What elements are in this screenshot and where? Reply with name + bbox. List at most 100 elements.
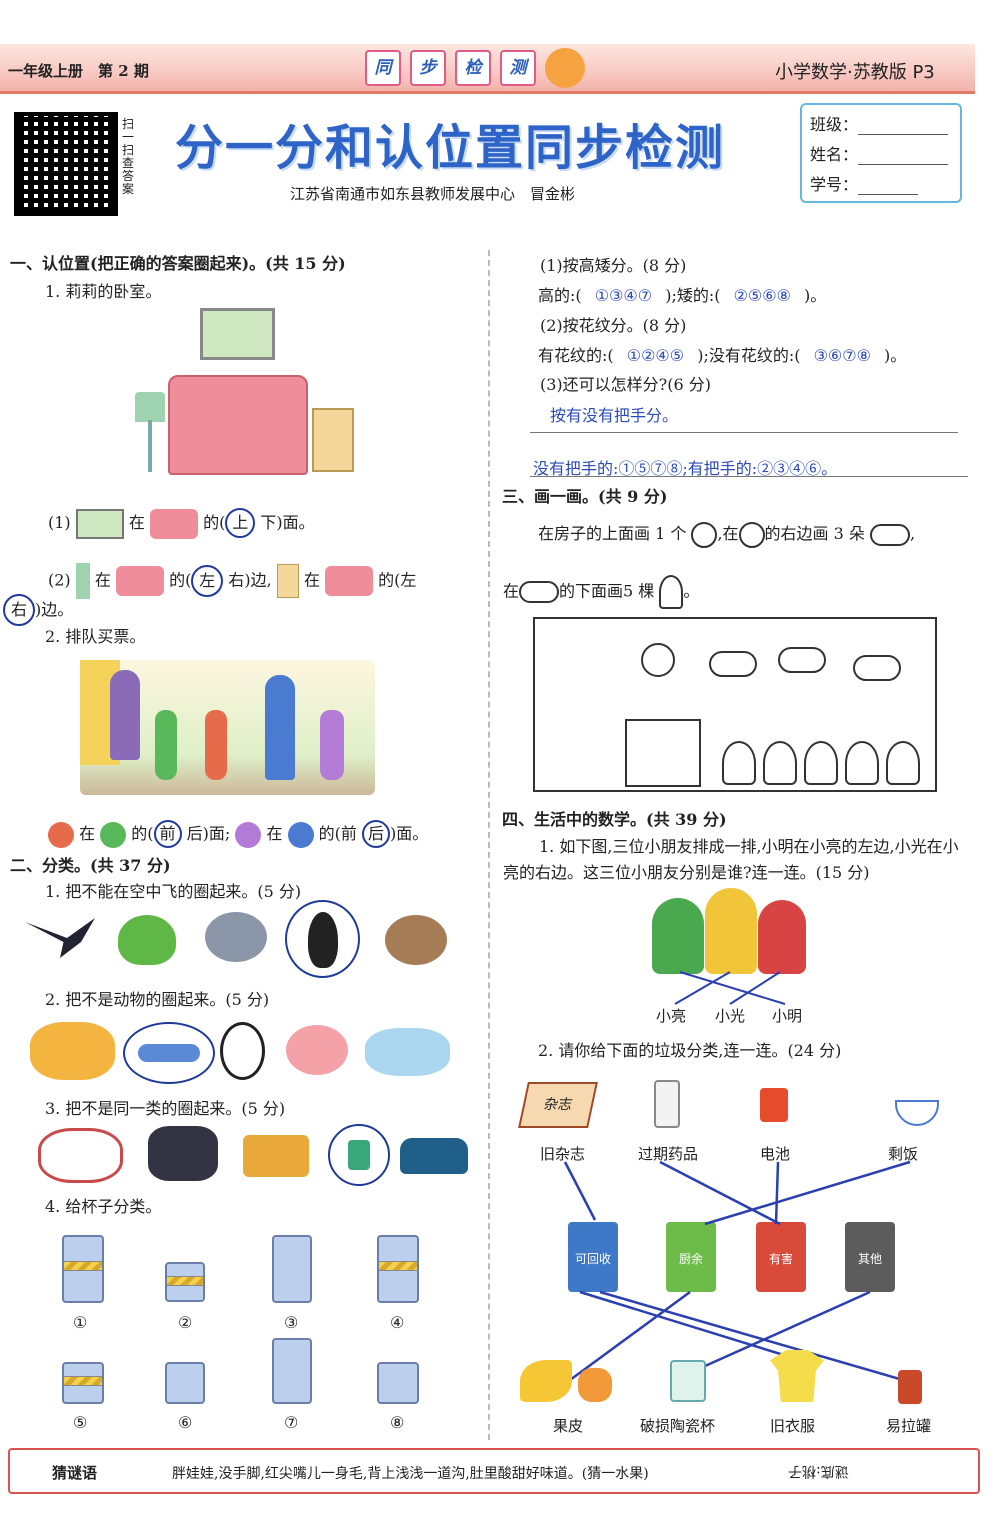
item-magazine: 旧杂志 [540,1145,586,1163]
car-icon [400,1138,468,1174]
medicine-bottle-icon [654,1080,680,1128]
kid-name-1[interactable]: 小亮 [656,1007,687,1025]
s3-line1b: ,在 [717,524,739,543]
bin-recyclable[interactable]: 可回收 [568,1222,618,1292]
s3-line2c: 。 [683,581,700,601]
cup-8-label: ⑧ [390,1413,405,1432]
q2-4-label: 4. 给杯子分类。 [45,1197,162,1216]
answer-handle-groups[interactable]: 没有把手的:①⑤⑦⑧;有把手的:②③④⑥。 [533,459,838,478]
q1b-option-right[interactable]: 右)边, [228,570,272,590]
cup-6 [165,1362,205,1404]
cup-5 [62,1362,104,1404]
answer-line-2 [530,476,968,477]
cup-6-label: ⑥ [178,1413,193,1432]
rice-bowl-icon [895,1100,939,1126]
answer-circle-right[interactable]: 右 [3,594,35,626]
cup-3-label: ③ [284,1313,299,1332]
riddle-bar [8,1448,980,1494]
drawer-cabinet-icon [276,564,299,598]
cup-7-label: ⑦ [284,1413,299,1432]
drawn-sunflower-icon [845,741,879,785]
elephant-icon [365,1028,450,1076]
cup-2-label: ② [178,1313,193,1332]
s3-line1a: 在房子的上面画 1 个 [538,524,687,543]
drawn-sunflower-icon [886,741,920,785]
item-medicine: 过期药品 [638,1145,699,1163]
id-label: 学号： [810,175,859,194]
girl-figure [320,710,344,780]
rc-p3: (3)还可以怎样分?(6 分) [540,375,711,394]
boy-figure-1 [155,710,177,780]
answer-circle-airplane[interactable] [123,1022,215,1084]
q1b-of: 的( [169,570,192,590]
cup-4 [377,1235,419,1303]
q2a-end: )面。 [390,824,429,843]
bed-icon [149,508,198,539]
answer-circle-lamp[interactable] [328,1124,390,1186]
cup-3 [272,1235,312,1303]
class-field[interactable] [858,117,949,135]
kid-name-3[interactable]: 小明 [772,1007,803,1025]
rc-p2c: )。 [884,346,907,365]
rc-p2: (2)按花纹分。(8 分) [540,316,687,335]
bin-hazardous[interactable]: 有害 [756,1222,806,1292]
drawing-box[interactable] [533,617,937,792]
cloud-icon [870,523,910,546]
id-field[interactable] [858,177,919,195]
q2-1-label: 1. 把不能在空中飞的圈起来。(5 分) [45,882,302,901]
cup-7 [272,1338,312,1404]
picture-frame-icon [75,508,124,539]
answer-patterned-cups[interactable]: ①②④⑤ [626,346,685,365]
answer-circle-front[interactable]: 前 [153,820,182,848]
student-info-box: 班级： 姓名： 学号： [800,103,962,203]
item-battery: 电池 [760,1145,791,1163]
q1b-in2: 在 [303,570,320,590]
issue-label: 一年级上册 第 2 期 [8,62,149,80]
section-2-heading: 二、分类。(共 37 分) [10,856,171,875]
garbage-connection-lines [563,1160,911,1384]
cup-2 [165,1262,205,1302]
q4-1-label: 1. 如下图,三位小朋友排成一排,小明在小亮的左边,小光在小亮的右边。这三位小朋… [503,837,959,882]
q2-3-label: 3. 把不是同一类的圈起来。(5 分) [45,1099,286,1118]
kid-name-2[interactable]: 小光 [715,1007,746,1025]
answer-circle-penguin[interactable] [285,900,360,978]
answer-circle-back[interactable]: 后 [362,820,391,848]
riddle-answer: 谜底:桃子 [788,1463,849,1479]
sunflower-icon [659,575,684,609]
cup-8 [377,1362,419,1404]
drawn-sunflower-icon [763,741,797,785]
drawn-cloud-icon [709,651,757,677]
drawn-cloud-icon [778,647,826,673]
q2a-of: 的( [131,824,154,843]
name-field[interactable] [858,147,949,165]
picture-frame-icon [200,308,275,360]
q1b-num: (2) [48,570,71,590]
answer-short-cups[interactable]: ②⑤⑥⑧ [733,286,791,305]
lamp-stand [148,420,152,472]
bin-other[interactable]: 其他 [845,1222,895,1292]
boy-head-icon [100,821,127,848]
answer-plain-cups[interactable]: ③⑥⑦⑧ [813,346,871,365]
q2-2-label: 2. 把不是动物的圈起来。(5 分) [45,990,270,1009]
answer-tall-cups[interactable]: ①③④⑦ [594,286,653,305]
answer-other-way[interactable]: 按有没有把手分。 [550,406,679,425]
can-icon [898,1370,922,1404]
q1a-option-down[interactable]: 下)面。 [260,513,315,532]
drawn-cloud-icon [853,655,901,681]
item-can: 易拉罐 [886,1417,932,1435]
bicycle-icon [38,1128,123,1183]
desk-lamp-icon [348,1140,370,1170]
pig-icon [286,1025,348,1075]
bed-icon [115,566,164,596]
answer-circle-left[interactable]: 左 [191,564,224,597]
kid-connection-lines [674,971,786,1005]
boy-figure-2 [205,710,227,780]
lamp-icon [135,392,165,422]
bin-kitchen[interactable]: 厨余 [666,1222,716,1292]
q2a-of2: 的(前 [318,824,357,843]
answer-circle-up[interactable]: 上 [225,508,256,538]
cup-4-label: ④ [390,1313,405,1332]
rc-p1: (1)按高矮分。(8 分) [540,256,687,275]
page-title: 分一分和认位置同步检测 [175,120,726,176]
qr-code[interactable] [14,112,118,216]
